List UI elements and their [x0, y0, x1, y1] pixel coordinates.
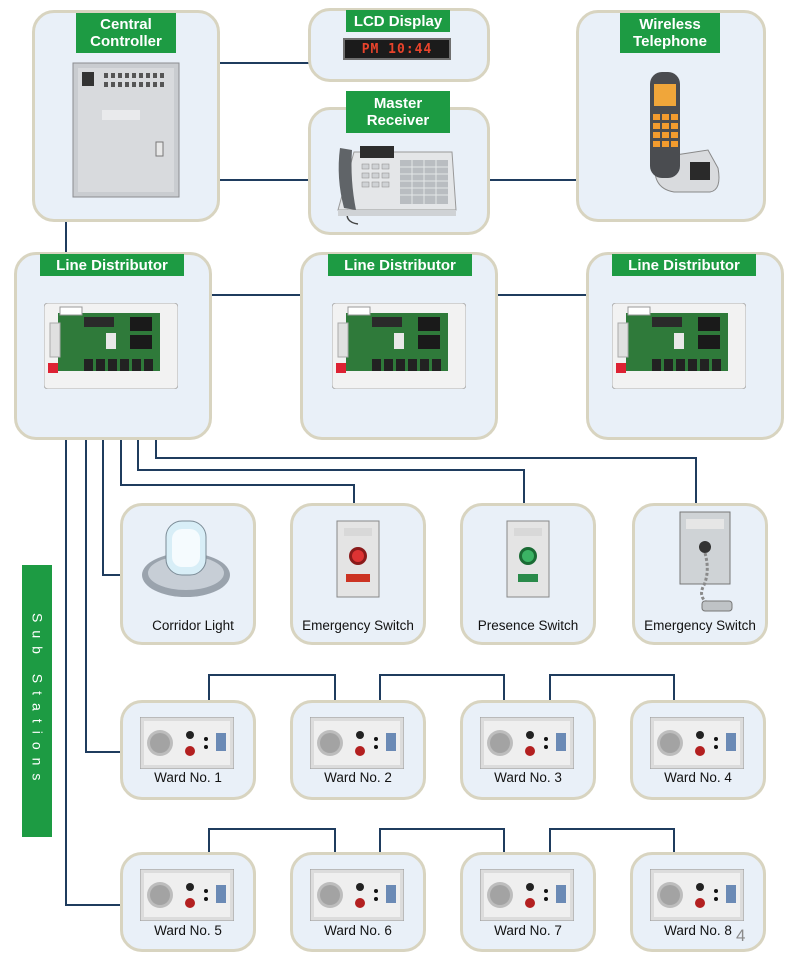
ward-1-caption: Ward No. 1: [154, 770, 222, 785]
ward-2-caption: Ward No. 2: [324, 770, 392, 785]
wireless-telephone-icon: [650, 72, 720, 193]
ward-7-call-unit-icon: [480, 869, 574, 921]
sub-stations-text: Sub Stations: [29, 613, 46, 789]
master-receiver-label: Master Receiver: [346, 91, 450, 133]
lcd-display-label: LCD Display: [346, 10, 450, 32]
corridor-light-icon: [142, 520, 230, 597]
ward-5-call-unit-icon: [140, 869, 234, 921]
ward-8-call-unit-icon: [650, 869, 744, 921]
emergency-switch-1-icon: [336, 520, 380, 598]
presence-switch-caption: Presence Switch: [477, 618, 579, 633]
ward-7-caption: Ward No. 7: [494, 923, 562, 938]
central-controller-icon: [72, 62, 180, 198]
page-number: 4: [736, 926, 746, 945]
ward-4-caption: Ward No. 4: [664, 770, 732, 785]
emergency-switch-1-caption: Emergency Switch: [302, 618, 414, 633]
sub-stations-label: Sub Stations: [22, 565, 52, 837]
ward-8-caption: Ward No. 8: [664, 923, 732, 938]
ward-6-call-unit-icon: [310, 869, 404, 921]
emergency-switch-2-caption: Emergency Switch: [644, 618, 756, 633]
line-distributor-1-board-icon: [44, 303, 178, 389]
ward-1-call-unit-icon: [140, 717, 234, 769]
ward-3-call-unit-icon: [480, 717, 574, 769]
ward-5-caption: Ward No. 5: [154, 923, 222, 938]
line-distributor-3-board-icon: [612, 303, 746, 389]
line-distributor-3-label: Line Distributor: [612, 254, 756, 276]
line-distributor-1-label: Line Distributor: [40, 254, 184, 276]
ward-3-caption: Ward No. 3: [494, 770, 562, 785]
presence-switch-icon: [506, 520, 550, 598]
ward-6-caption: Ward No. 6: [324, 923, 392, 938]
master-receiver-icon: [337, 146, 457, 225]
ward-2-call-unit-icon: [310, 717, 404, 769]
wireless-telephone-label: Wireless Telephone: [620, 13, 720, 53]
corridor-light-caption: Corridor Light: [152, 618, 234, 633]
ward-4-call-unit-icon: [650, 717, 744, 769]
emergency-switch-2-icon: [679, 511, 733, 612]
line-distributor-2-label: Line Distributor: [328, 254, 472, 276]
lcd-time-text: PM 10:44: [361, 41, 433, 57]
lcd-time-readout: PM 10:44: [343, 38, 451, 60]
central-controller-label: Central Controller: [76, 13, 176, 53]
line-distributor-2-board-icon: [332, 303, 466, 389]
